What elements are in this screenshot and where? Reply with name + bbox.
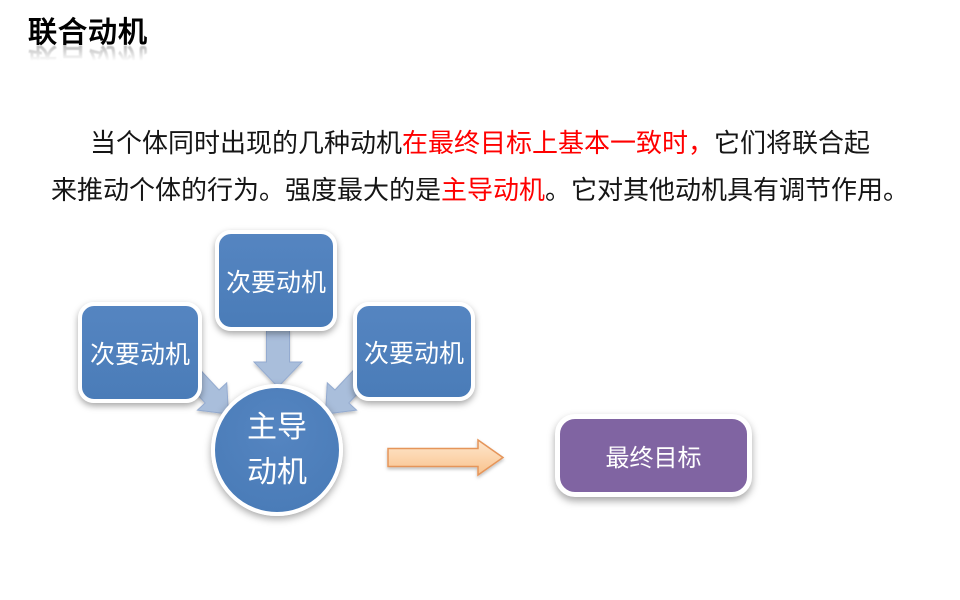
dominant-motivation-line1: 主导: [247, 411, 307, 444]
final-goal-label: 最终目标: [605, 445, 702, 472]
line1-segment-black-1: 当个体同时出现的几种动机: [89, 128, 402, 158]
secondary-motivation-box-right: 次要动机: [353, 302, 475, 401]
dominant-motivation-line2: 动机: [247, 456, 307, 489]
line2-segment-red: 主导动机: [440, 175, 545, 205]
secondary-motivation-box-left: 次要动机: [78, 302, 202, 403]
line2-segment-black-2: 。它对其他动机具有调节作用。: [545, 175, 910, 205]
result-arrow-right-icon: [387, 438, 505, 477]
secondary-motivation-box-top: 次要动机: [215, 230, 337, 331]
secondary-motivation-label: 次要动机: [363, 339, 464, 368]
line1-segment-black-2: 它们将联合起: [714, 128, 871, 158]
secondary-motivation-label: 次要动机: [225, 268, 326, 297]
secondary-motivation-label: 次要动机: [89, 340, 190, 369]
slide-title-block: 联合动机 联合动机: [28, 17, 149, 74]
paragraph-line-2: 来推动个体的行为。强度最大的是主导动机。它对其他动机具有调节作用。: [40, 167, 920, 214]
converge-arrow-top-icon: [252, 329, 304, 388]
paragraph-line-1: 当个体同时出现的几种动机在最终目标上基本一致时，它们将联合起: [40, 120, 920, 167]
dominant-motivation-circle: 主导 动机: [211, 384, 343, 516]
final-goal-box: 最终目标: [555, 414, 752, 497]
body-paragraph: 当个体同时出现的几种动机在最终目标上基本一致时，它们将联合起 来推动个体的行为。…: [40, 120, 920, 214]
line1-segment-red: 在最终目标上基本一致时，: [401, 128, 714, 158]
line2-segment-black-1: 来推动个体的行为。强度最大的是: [50, 175, 441, 205]
page-title: 联合动机: [28, 17, 149, 49]
